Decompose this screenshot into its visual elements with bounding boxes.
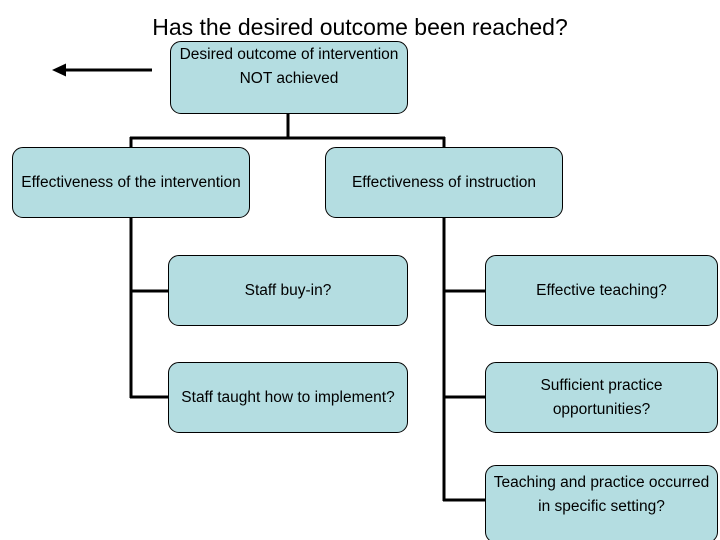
node-label: Sufficient practice opportunities? — [540, 376, 663, 418]
back-arrow-head-icon — [52, 63, 66, 77]
node-teaching-and-practice-setting[interactable]: Teaching and practice occurred in specif… — [485, 465, 718, 540]
node-staff-taught-how-to-implement[interactable]: Staff taught how to implement? — [168, 362, 408, 433]
node-effective-teaching[interactable]: Effective teaching? — [485, 255, 718, 326]
node-label: Staff buy-in? — [244, 281, 332, 299]
node-desired-outcome-not-achieved[interactable]: Desired outcome of intervention NOT achi… — [170, 41, 408, 114]
node-label: Teaching and practice occurred in specif… — [493, 474, 710, 515]
node-label: Effective teaching? — [536, 281, 667, 299]
node-label: Desired outcome of intervention NOT achi… — [179, 46, 399, 87]
node-effectiveness-of-intervention[interactable]: Effectiveness of the intervention — [12, 147, 250, 218]
node-sufficient-practice-opportunities[interactable]: Sufficient practice opportunities? — [485, 362, 718, 433]
node-label: Effectiveness of the intervention — [21, 173, 241, 191]
node-effectiveness-of-instruction[interactable]: Effectiveness of instruction — [325, 147, 563, 218]
node-label: Effectiveness of instruction — [351, 173, 537, 191]
page-title: Has the desired outcome been reached? — [152, 14, 568, 40]
node-label: Staff taught how to implement? — [181, 388, 395, 406]
node-staff-buy-in[interactable]: Staff buy-in? — [168, 255, 408, 326]
